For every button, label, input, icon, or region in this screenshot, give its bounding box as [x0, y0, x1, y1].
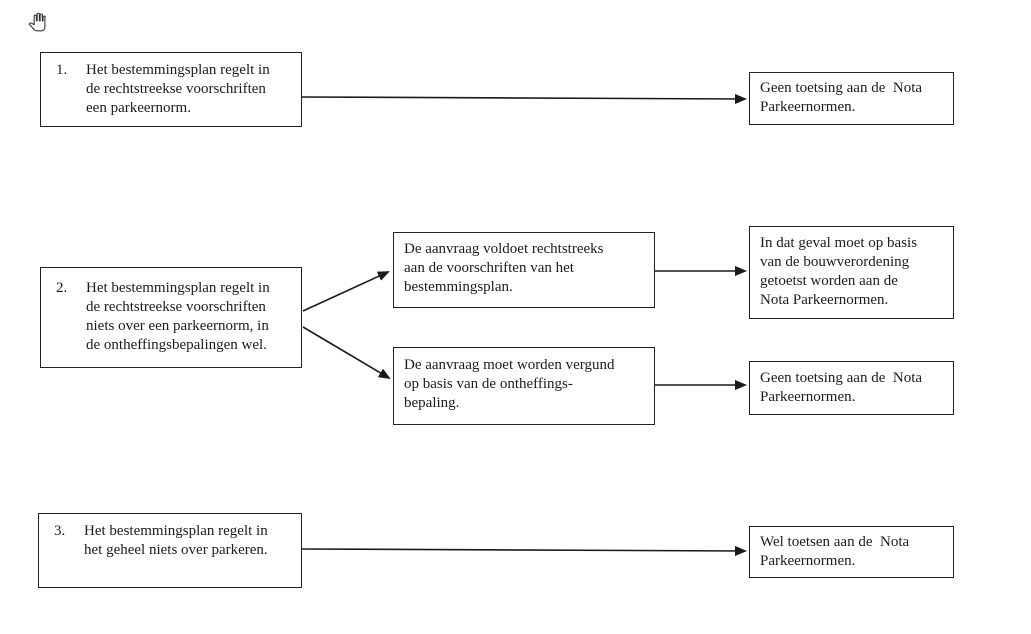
- node-case1-text: Het bestemmingsplan regelt in de rechtst…: [86, 62, 270, 116]
- node-case2-result-direct-text: In dat geval moet op basis van de bouwve…: [760, 235, 918, 308]
- connector-case3-to-result: [301, 545, 747, 556]
- node-case1: 1. Het bestemmingsplan regelt in de rech…: [40, 52, 302, 127]
- node-case1-result: Geen toetsing aan de Nota Parkeernormen.: [749, 72, 954, 125]
- hand-pan-cursor-icon: [28, 12, 46, 32]
- node-case2-option-direct: De aanvraag voldoet rechtstreeks aan de …: [393, 232, 655, 308]
- connector-case2-to-option-direct: [302, 271, 390, 312]
- node-case2-number: 2.: [56, 280, 68, 296]
- node-case3: 3. Het bestemmingsplan regelt in het geh…: [38, 513, 302, 588]
- node-case2-result-direct: In dat geval moet op basis van de bouwve…: [749, 226, 954, 319]
- node-case2-result-exemption-text: Geen toetsing aan de Nota Parkeernormen.: [760, 370, 923, 405]
- node-case2-option-direct-text: De aanvraag voldoet rechtstreeks aan de …: [404, 241, 604, 295]
- node-case2-text: Het bestemmingsplan regelt in de rechtst…: [86, 280, 270, 353]
- node-case1-number: 1.: [56, 62, 68, 78]
- node-case1-result-text: Geen toetsing aan de Nota Parkeernormen.: [760, 80, 923, 115]
- node-case3-number: 3.: [54, 523, 66, 539]
- node-case3-result: Wel toetsen aan de Nota Parkeernormen.: [749, 526, 954, 578]
- node-case2: 2. Het bestemmingsplan regelt in de rech…: [40, 267, 302, 368]
- connector-case2-to-option-exemption: [302, 326, 391, 380]
- node-case3-result-text: Wel toetsen aan de Nota Parkeernormen.: [760, 534, 910, 569]
- node-case2-option-exemption: De aanvraag moet worden vergund op basis…: [393, 347, 655, 425]
- connector-case1-to-result: [301, 93, 747, 104]
- node-case3-text: Het bestemmingsplan regelt in het geheel…: [84, 523, 268, 558]
- node-case2-result-exemption: Geen toetsing aan de Nota Parkeernormen.: [749, 361, 954, 415]
- node-case2-option-exemption-text: De aanvraag moet worden vergund op basis…: [404, 357, 615, 411]
